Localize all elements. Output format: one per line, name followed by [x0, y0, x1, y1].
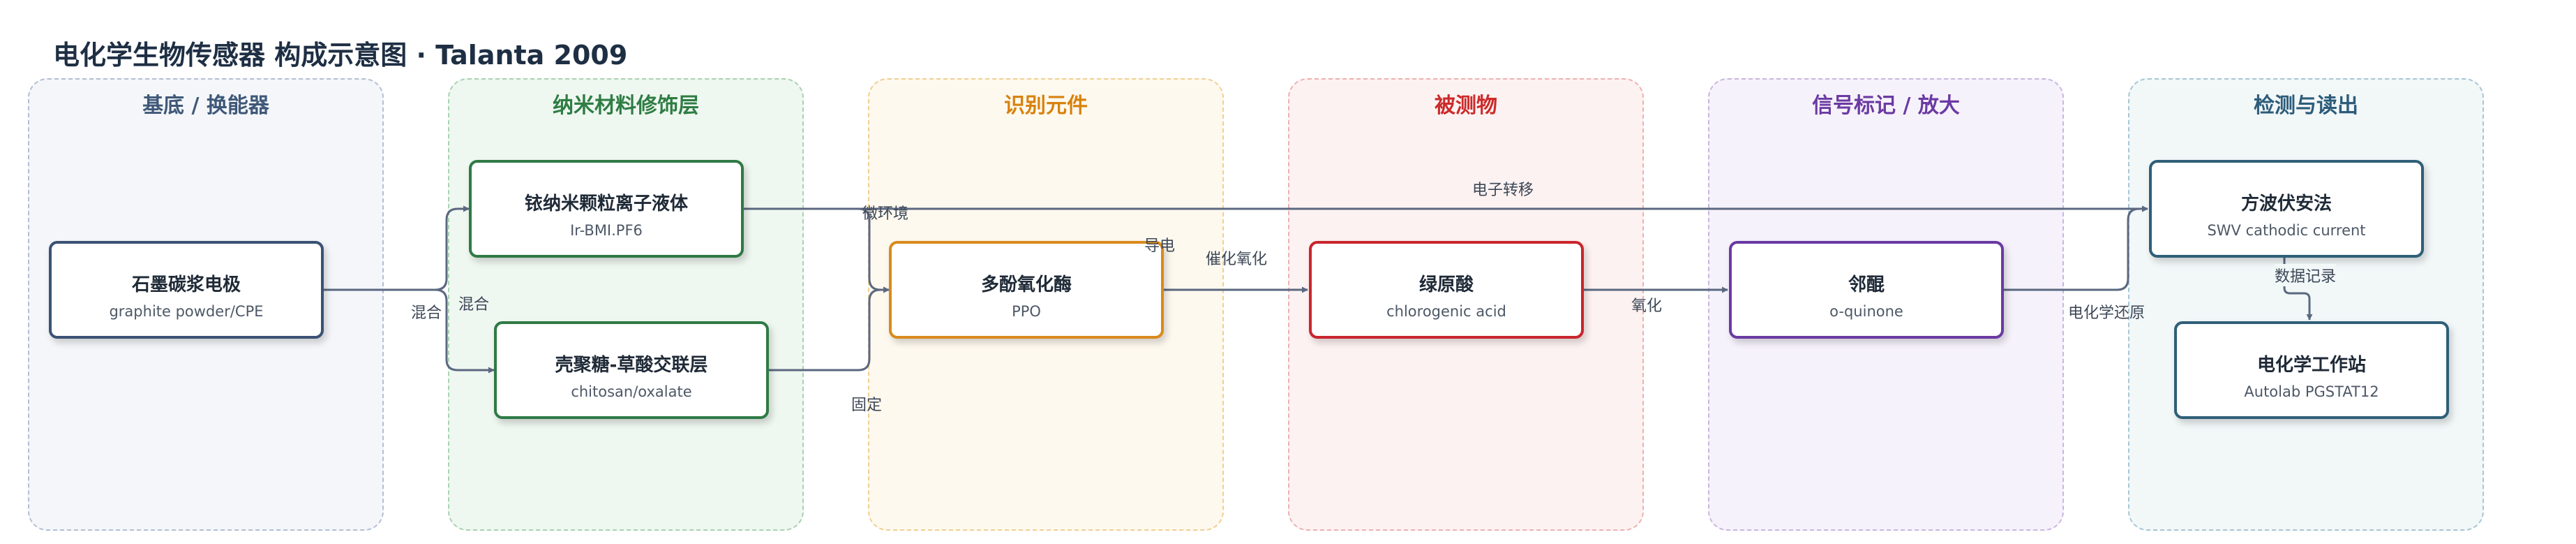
edge-label-reduce: 电化学还原	[2068, 304, 2146, 322]
node-ppo: 多酚氧化酶 PPO	[889, 241, 1164, 339]
edge-label-conduct: 导电	[1144, 237, 1176, 255]
node-cpe: 石墨碳浆电极 graphite powder/CPE	[49, 241, 324, 339]
node-chitosan-sub: chitosan/oxalate	[571, 383, 692, 400]
node-ir-il-sub: Ir-BMI.PF6	[570, 222, 643, 239]
diagram-title: 电化学生物传感器 构成示意图 · Talanta 2009	[53, 40, 628, 71]
group-title-analyte: 被测物	[1435, 94, 1497, 118]
node-cpe-sub: graphite powder/CPE	[109, 303, 264, 320]
node-ir-il: 铱纳米颗粒离子液体 Ir-BMI.PF6	[469, 160, 744, 258]
edge-label-catalyze: 催化氧化	[1206, 251, 1268, 268]
node-chitosan: 壳聚糖-草酸交联层 chitosan/oxalate	[494, 321, 769, 419]
group-readout	[2128, 78, 2484, 531]
node-ppo-name: 多酚氧化酶	[980, 274, 1072, 295]
edge-cpe-to-ir	[324, 205, 470, 291]
node-quinone-sub: o-quinone	[1829, 303, 1903, 320]
node-chlorogenic-sub: chlorogenic acid	[1386, 303, 1506, 320]
node-chlorogenic-name: 绿原酸	[1418, 274, 1474, 295]
edge-label-oxidize: 氧化	[1631, 297, 1663, 315]
node-quinone: 邻醌 o-quinone	[1729, 241, 2004, 339]
group-title-nanomaterial: 纳米材料修饰层	[553, 94, 699, 118]
edge-swv-to-autolab	[2283, 258, 2313, 321]
node-chitosan-name: 壳聚糖-草酸交联层	[555, 355, 708, 376]
group-title-recognition: 识别元件	[1004, 94, 1088, 118]
edge-label-immobilize: 固定	[851, 397, 883, 414]
node-autolab: 电化学工作站 Autolab PGSTAT12	[2174, 321, 2449, 419]
edge-label-microenv: 微环境	[862, 205, 909, 223]
node-swv-sub: SWV cathodic current	[2207, 222, 2366, 239]
edge-label-mix-1: 混合	[411, 304, 442, 322]
node-ir-il-name: 铱纳米颗粒离子液体	[524, 193, 688, 214]
edge-label-electron: 电子转移	[1472, 182, 1534, 199]
group-title-substrate: 基底 / 换能器	[142, 94, 269, 118]
edge-label-record: 数据记录	[2275, 264, 2337, 286]
edge-label-mix-2: 混合	[458, 296, 490, 314]
edge-cpe-to-chitosan	[324, 288, 495, 374]
node-chlorogenic: 绿原酸 chlorogenic acid	[1309, 241, 1584, 339]
node-swv: 方波伏安法 SWV cathodic current	[2149, 160, 2424, 258]
group-nanomaterial	[448, 78, 804, 531]
group-title-readout: 检测与读出	[2254, 94, 2358, 118]
node-autolab-sub: Autolab PGSTAT12	[2244, 383, 2379, 400]
edge-quinone-to-swv	[2002, 205, 2148, 291]
node-ppo-sub: PPO	[1012, 303, 1041, 320]
node-swv-name: 方波伏安法	[2240, 193, 2332, 214]
node-cpe-name: 石墨碳浆电极	[131, 274, 241, 295]
group-title-signal: 信号标记 / 放大	[1812, 94, 1960, 118]
edge-chitosan-to-ppo	[769, 286, 890, 372]
node-quinone-name: 邻醌	[1848, 274, 1885, 295]
node-autolab-name: 电化学工作站	[2256, 355, 2366, 376]
